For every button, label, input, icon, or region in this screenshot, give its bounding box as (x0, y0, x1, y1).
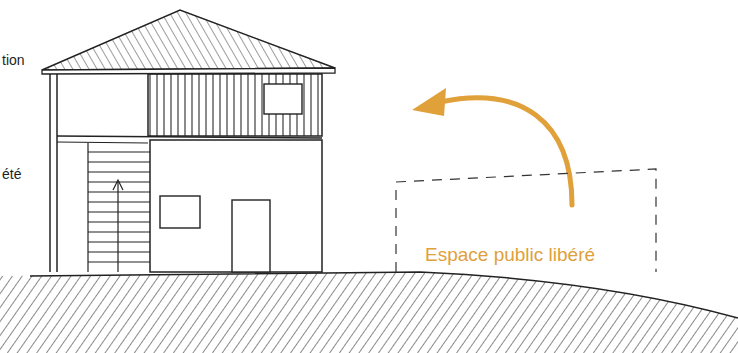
post (56, 74, 58, 272)
relocation-arrow (440, 98, 572, 205)
arrow-head (412, 88, 446, 116)
ground-floor (150, 140, 322, 272)
post (49, 74, 51, 272)
window (264, 84, 302, 114)
freed-space-outline: Espace public libéré (395, 168, 657, 272)
door (232, 200, 270, 272)
cropped-label: été (2, 166, 21, 182)
upper-floor (148, 74, 322, 136)
ground-line (30, 272, 738, 318)
roof-edge (42, 68, 335, 74)
floor-line (57, 136, 322, 138)
cropped-label: tion (2, 52, 25, 68)
window (160, 196, 200, 228)
floor-line (57, 142, 148, 143)
ground-hatching (0, 272, 738, 353)
roof (42, 10, 335, 70)
dashed-line (396, 169, 656, 272)
area-label: Espace public libéré (425, 244, 595, 266)
stairs (88, 143, 150, 272)
